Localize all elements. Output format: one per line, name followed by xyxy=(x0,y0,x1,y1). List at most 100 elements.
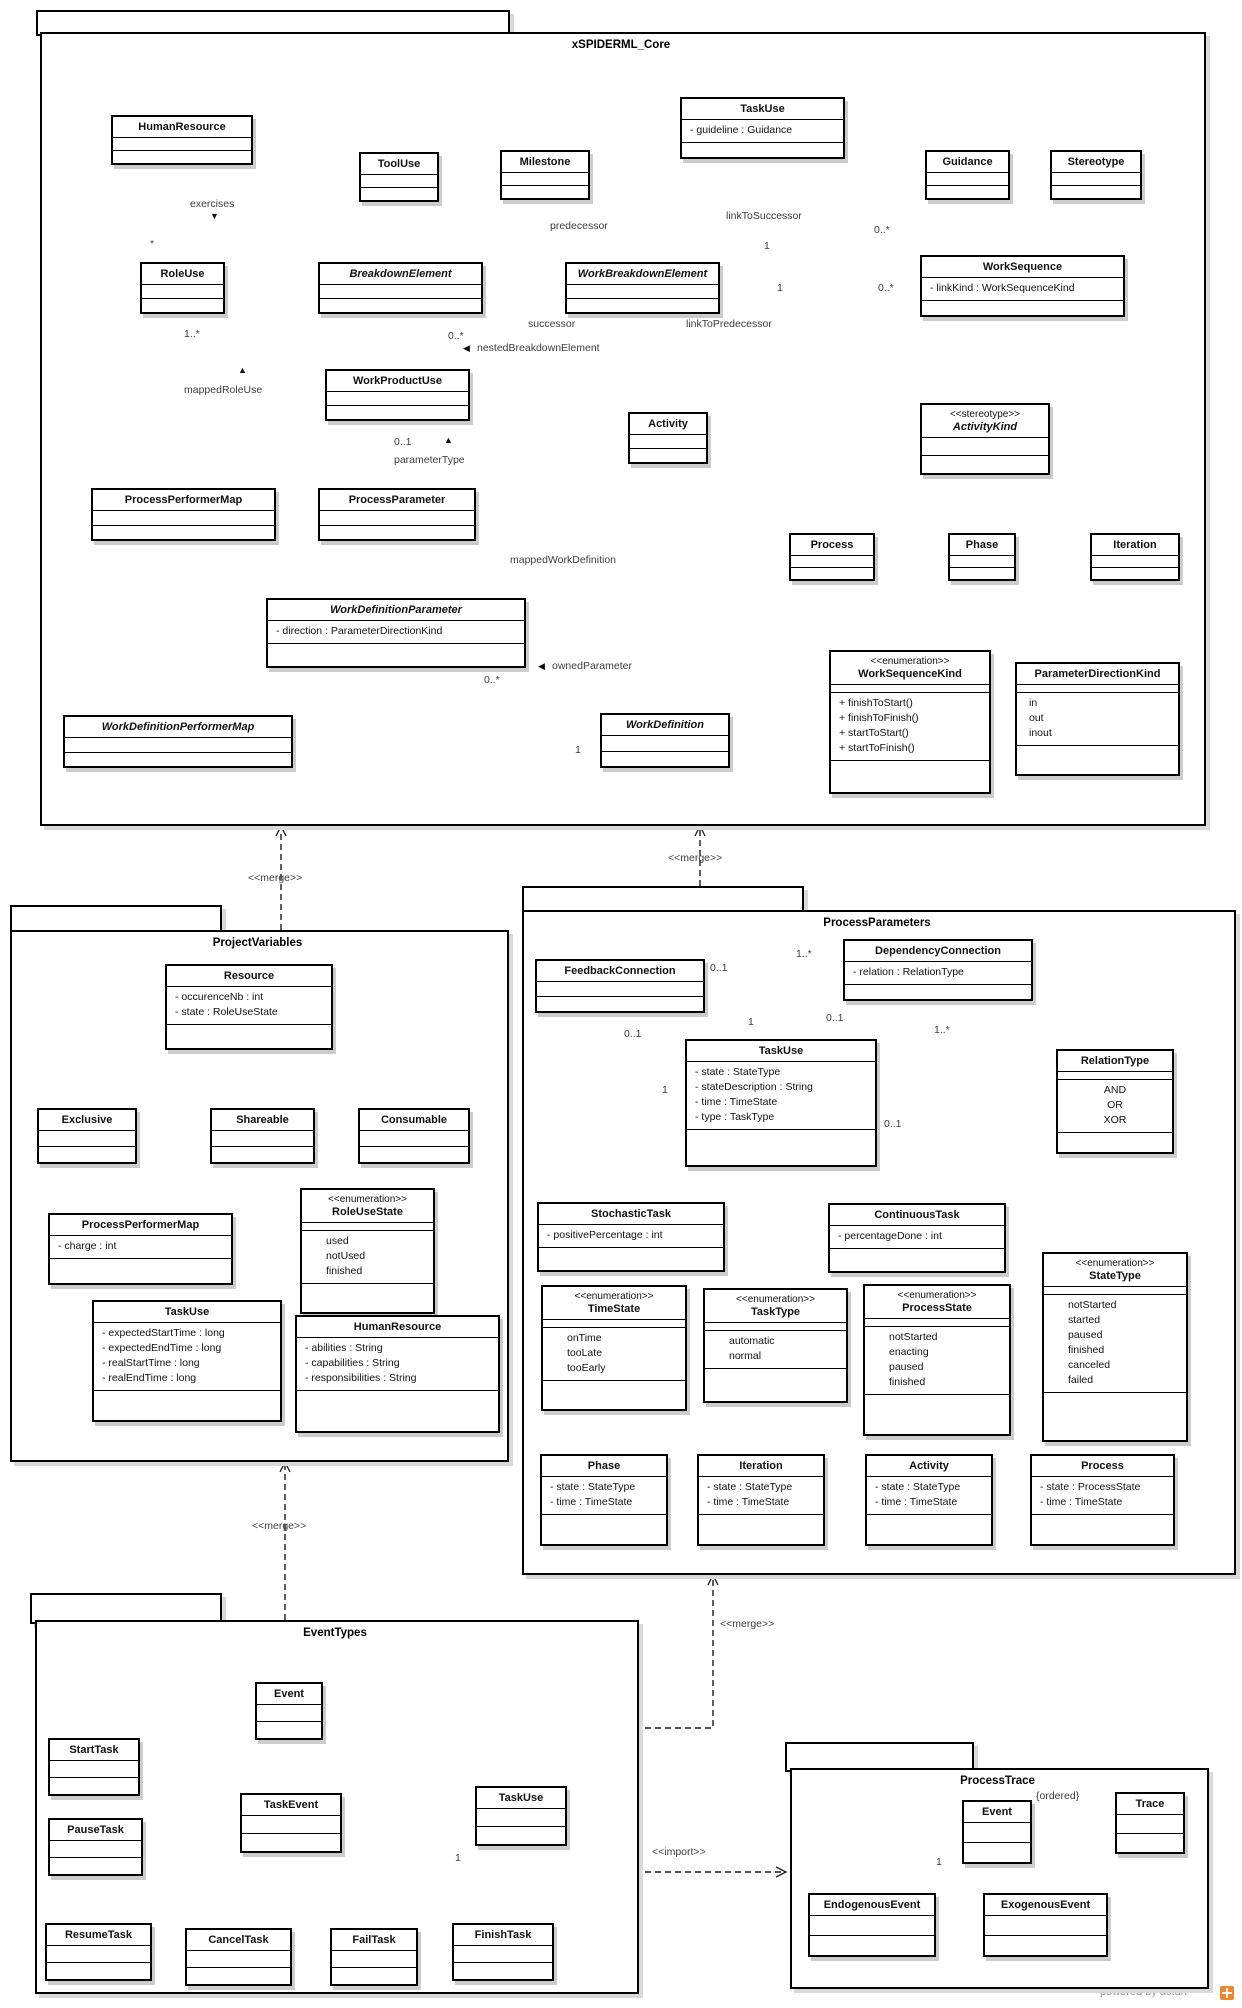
class-tool-use[interactable]: ToolUse xyxy=(359,152,439,202)
class-op-compartment-finish-task xyxy=(454,1962,552,1979)
class-attr-compartment-work-product-use xyxy=(327,391,468,405)
class-attr-compartment-relation-type xyxy=(1058,1071,1172,1079)
class-name-shareable: Shareable xyxy=(236,1114,289,1126)
class-resume-task[interactable]: ResumeTask xyxy=(45,1923,152,1981)
class-trace[interactable]: Trace xyxy=(1115,1792,1185,1854)
class-phase-core[interactable]: Phase xyxy=(948,533,1016,581)
edge-label-7: 1 xyxy=(777,282,783,294)
attribute-task-use-core-0: - guideline : Guidance xyxy=(690,124,793,136)
class-attr-compartment-work-breakdown-element xyxy=(567,284,718,298)
class-process-parameter[interactable]: ProcessParameter xyxy=(318,488,476,541)
class-human-resource-pv[interactable]: HumanResource- abilities : String- capab… xyxy=(295,1315,500,1433)
class-task-use-pp[interactable]: TaskUse - state : StateType- stateDescrip… xyxy=(685,1039,877,1167)
class-work-breakdown-element[interactable]: WorkBreakdownElement xyxy=(565,262,720,314)
class-shareable[interactable]: Shareable xyxy=(210,1108,315,1164)
class-activity-pp[interactable]: Activity- state : StateType- time : Time… xyxy=(865,1454,993,1546)
class-exogenous-event[interactable]: ExogenousEvent xyxy=(983,1893,1108,1957)
class-op-compartment-resume-task xyxy=(47,1962,150,1979)
class-op-compartment-process-performer-map-pv xyxy=(50,1258,231,1283)
class-event-et[interactable]: Event xyxy=(255,1682,323,1740)
class-phase-pp[interactable]: Phase- state : StateType- time : TimeSta… xyxy=(540,1454,668,1546)
class-milestone[interactable]: Milestone xyxy=(500,150,590,200)
class-consumable[interactable]: Consumable xyxy=(358,1108,470,1164)
class-op-compartment-resource xyxy=(167,1024,331,1048)
class-task-use-core[interactable]: TaskUse - guideline : Guidance xyxy=(680,97,845,159)
class-attributes-task-use-pp: - state : StateType- stateDescription : … xyxy=(687,1061,875,1129)
class-work-definition[interactable]: WorkDefinition xyxy=(600,713,730,768)
class-work-definition-performer-map[interactable]: WorkDefinitionPerformerMap xyxy=(63,715,293,768)
class-header-exogenous-event: ExogenousEvent xyxy=(985,1895,1106,1915)
class-start-task[interactable]: StartTask xyxy=(48,1738,140,1796)
class-iteration-core[interactable]: Iteration xyxy=(1090,533,1180,581)
class-role-use[interactable]: RoleUse xyxy=(140,262,225,314)
class-name-role-use-state: RoleUseState xyxy=(332,1206,403,1218)
class-work-product-use[interactable]: WorkProductUse xyxy=(325,369,470,421)
class-process-core[interactable]: Process xyxy=(789,533,875,581)
class-exclusive[interactable]: Exclusive xyxy=(37,1108,137,1164)
class-work-definition-parameter[interactable]: WorkDefinitionParameter- direction : Par… xyxy=(266,598,526,668)
class-op-compartment-activity-pp xyxy=(867,1514,991,1544)
attribute-phase-pp-1: - time : TimeState xyxy=(550,1496,633,1508)
edge-merge-eventtypes-processparameters[interactable] xyxy=(635,1573,719,1729)
class-activity-kind[interactable]: <<stereotype>>ActivityKind xyxy=(920,403,1050,475)
class-iteration-pp[interactable]: Iteration- state : StateType- time : Tim… xyxy=(697,1454,825,1546)
class-guidance[interactable]: Guidance xyxy=(925,150,1010,200)
class-endogenous-event[interactable]: EndogenousEvent xyxy=(808,1893,936,1957)
class-attr-compartment-resume-task xyxy=(47,1945,150,1962)
class-attr-compartment-breakdown-element xyxy=(320,284,481,298)
class-fail-task[interactable]: FailTask xyxy=(330,1928,418,1986)
direction-triangle-icon-12: ◀ xyxy=(463,343,470,353)
class-stochastic-task[interactable]: StochasticTask- positivePercentage : int xyxy=(537,1202,725,1272)
class-continuous-task[interactable]: ContinuousTask- percentageDone : int xyxy=(828,1203,1006,1273)
class-work-sequence-kind[interactable]: <<enumeration>>WorkSequenceKind+ finishT… xyxy=(829,650,991,794)
edge-label-40: 1 xyxy=(936,1856,942,1868)
class-task-use-et[interactable]: TaskUse xyxy=(475,1786,567,1846)
class-feedback-connection[interactable]: FeedbackConnection xyxy=(535,959,705,1013)
class-attr-compartment-time-state xyxy=(543,1319,685,1327)
lit-process-state-1: enacting xyxy=(889,1346,929,1358)
class-name-task-use-core: TaskUse xyxy=(740,103,785,115)
class-task-use-pv[interactable]: TaskUse- expectedStartTime : long- expec… xyxy=(92,1300,282,1422)
class-process-performer-map-pv[interactable]: ProcessPerformerMap- charge : int xyxy=(48,1213,233,1285)
class-cancel-task[interactable]: CancelTask xyxy=(185,1928,292,1986)
class-header-task-use-pv: TaskUse xyxy=(94,1302,280,1322)
class-event-pt[interactable]: Event xyxy=(962,1800,1032,1864)
package-title-event-types: EventTypes xyxy=(303,1627,367,1639)
class-human-resource-core[interactable]: HumanResource xyxy=(111,115,253,165)
class-breakdown-element[interactable]: BreakdownElement xyxy=(318,262,483,314)
class-attr-compartment-fail-task xyxy=(332,1950,416,1967)
class-name-task-use-pp: TaskUse xyxy=(758,1045,804,1057)
class-header-consumable: Consumable xyxy=(360,1110,468,1130)
class-op-compartment-activity-core xyxy=(630,448,706,462)
class-attr-compartment-process-state xyxy=(865,1318,1009,1326)
class-process-pp[interactable]: Process- state : ProcessState- time : Ti… xyxy=(1030,1454,1175,1546)
class-dependency-connection[interactable]: DependencyConnection- relation : Relatio… xyxy=(843,939,1033,1001)
class-activity-core[interactable]: Activity xyxy=(628,412,708,464)
class-resource[interactable]: Resource- occurenceNb : int- state : Rol… xyxy=(165,964,333,1050)
class-pause-task[interactable]: PauseTask xyxy=(48,1818,143,1876)
class-op-compartment-work-breakdown-element xyxy=(567,298,718,312)
class-attr-compartment-work-definition xyxy=(602,735,728,751)
class-stereotype[interactable]: Stereotype xyxy=(1050,150,1142,200)
class-op-compartment-work-sequence xyxy=(922,300,1123,315)
direction-triangle-icon-15: ▲ xyxy=(238,365,247,375)
class-name-event-pt: Event xyxy=(982,1806,1012,1818)
class-keyword-time-state: <<enumeration>> xyxy=(574,1291,654,1302)
class-attr-compartment-start-task xyxy=(50,1760,138,1777)
class-process-performer-map-core[interactable]: ProcessPerformerMap xyxy=(91,488,276,541)
class-finish-task[interactable]: FinishTask xyxy=(452,1923,554,1981)
package-title-process-parameters: ProcessParameters xyxy=(823,917,931,929)
class-task-event[interactable]: TaskEvent xyxy=(240,1793,342,1853)
class-attributes-process-pp: - state : ProcessState- time : TimeState xyxy=(1032,1476,1173,1514)
class-op-compartment-exogenous-event xyxy=(985,1935,1106,1955)
class-work-sequence[interactable]: WorkSequence- linkKind : WorkSequenceKin… xyxy=(920,255,1125,317)
